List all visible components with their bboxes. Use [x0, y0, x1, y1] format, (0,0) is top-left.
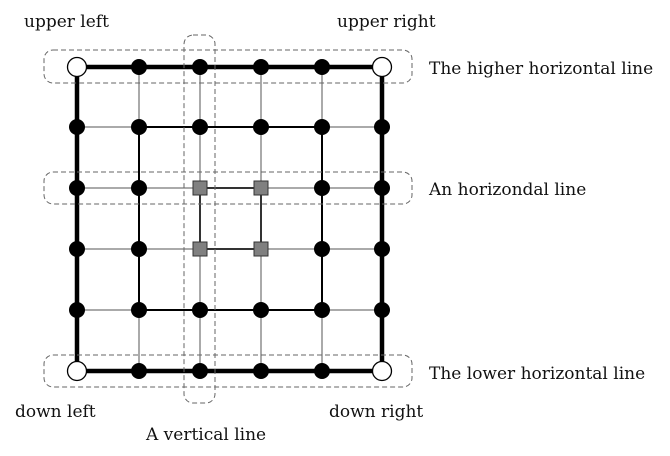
lower-horizontal-line-box [43, 354, 413, 388]
grid-node [374, 241, 390, 257]
grid-node [253, 363, 269, 379]
inner-square-node [192, 180, 208, 196]
higher-horizontal-line-box [43, 49, 413, 84]
corner-node [66, 56, 88, 78]
grid-node [314, 302, 330, 318]
inner-square-node [253, 180, 269, 196]
grid-node [192, 302, 208, 318]
grid-node [253, 59, 269, 75]
down-left-label: down left [15, 402, 96, 422]
grid-edges [74, 64, 385, 374]
grid-node [253, 302, 269, 318]
corner-node [371, 56, 393, 78]
dashed-highlight-boxes [43, 34, 413, 404]
grid-node [131, 180, 147, 196]
grid-node [131, 119, 147, 135]
inner-square-node [253, 241, 269, 257]
inner-square-node [192, 241, 208, 257]
higher-horizontal-line-label: The higher horizontal line [429, 59, 653, 79]
horizontal-line-box [43, 171, 413, 205]
inner-ring [199, 187, 262, 250]
vertical-line-label: A vertical line [145, 425, 266, 445]
grid-node [314, 363, 330, 379]
grid-node [131, 59, 147, 75]
grid-node [192, 119, 208, 135]
grid-node [69, 241, 85, 257]
grid-node [253, 119, 269, 135]
grid-node [131, 241, 147, 257]
grid-node [131, 302, 147, 318]
grid-node [69, 180, 85, 196]
grid-node [192, 363, 208, 379]
corner-node [66, 360, 88, 382]
grid-node [131, 363, 147, 379]
grid-node [314, 59, 330, 75]
grid-node [69, 119, 85, 135]
grid-nodes [66, 56, 393, 382]
grid-node [192, 59, 208, 75]
grid-node [314, 119, 330, 135]
upper-right-label: upper right [337, 12, 436, 32]
horizontal-line-label: An horizondal line [428, 180, 586, 200]
lower-horizontal-line-label: The lower horizontal line [429, 364, 645, 384]
outer-boundary [74, 64, 385, 374]
grid-node [374, 302, 390, 318]
corner-node [371, 360, 393, 382]
down-right-label: down right [329, 402, 423, 422]
grid-node [374, 119, 390, 135]
grid-node [374, 180, 390, 196]
grid-node [314, 241, 330, 257]
grid-node [69, 302, 85, 318]
middle-ring [138, 126, 323, 311]
vertical-line-box [183, 34, 216, 404]
diagram-labels: upper left upper right The higher horizo… [15, 12, 653, 445]
upper-left-label: upper left [24, 12, 109, 32]
grid-node [314, 180, 330, 196]
